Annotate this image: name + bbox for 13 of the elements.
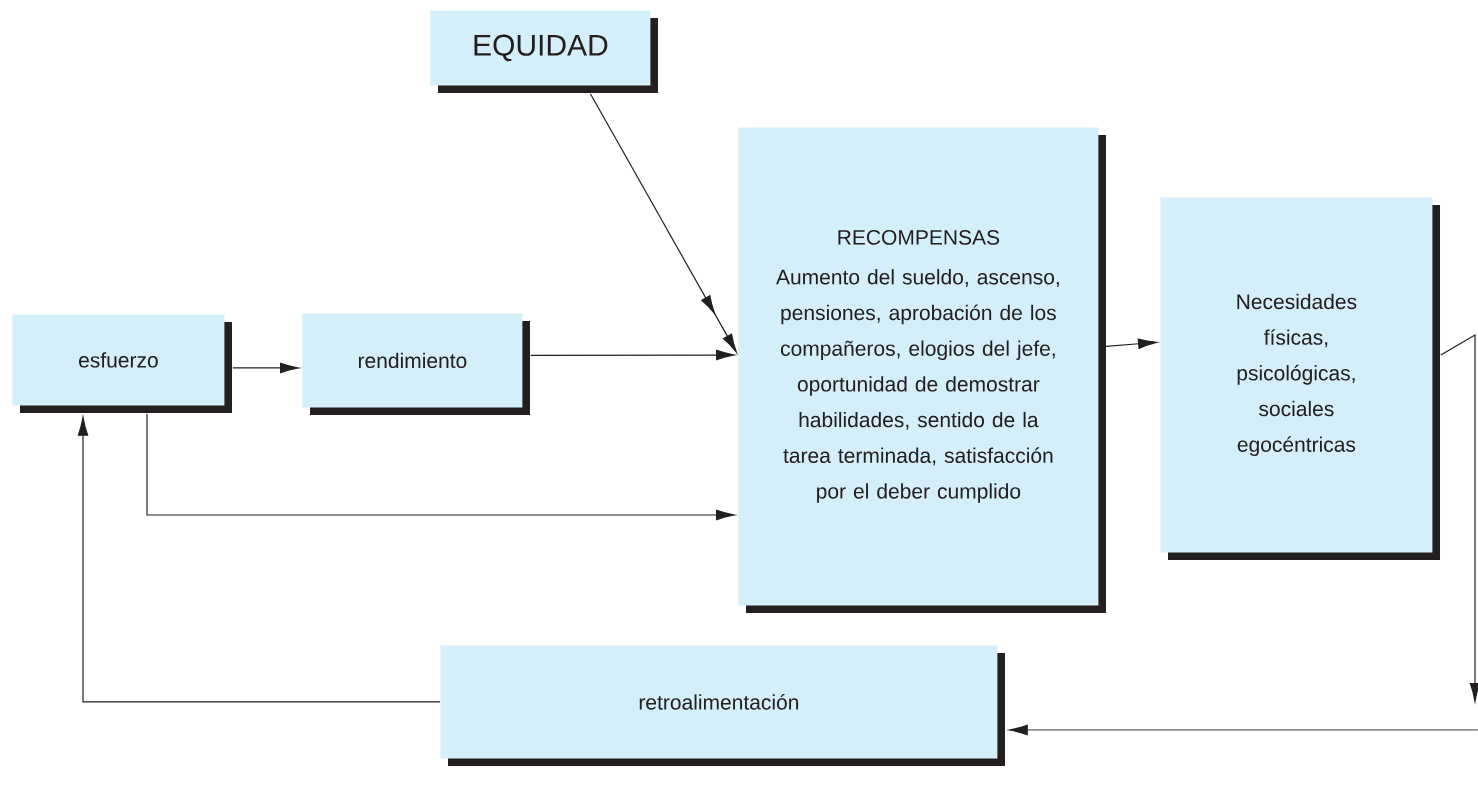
arrow — [77, 416, 441, 703]
text-box: Necesidades físicas, psicológicas, sociales egocéntricas — [1160, 197, 1440, 560]
arrow — [232, 362, 299, 374]
text-box: rendimiento — [302, 313, 530, 415]
arrow — [1105, 338, 1157, 349]
text-box: EQUIDAD — [430, 10, 658, 93]
arrow — [1440, 333, 1478, 702]
arrow — [1008, 724, 1478, 736]
arrow — [530, 349, 735, 361]
arrow — [146, 413, 735, 521]
text-box: RECOMPENSAS Aumento del sueldo, ascenso, pensiones, aprobación de los compañeros, elogios del jefe, oportunidad de demostrar habilidades, sentido de la tarea terminada, satisfacción por el deber cumplido — [738, 127, 1106, 613]
text-box: retroalimentación — [440, 645, 1005, 766]
text-box: esfuerzo — [12, 314, 232, 413]
